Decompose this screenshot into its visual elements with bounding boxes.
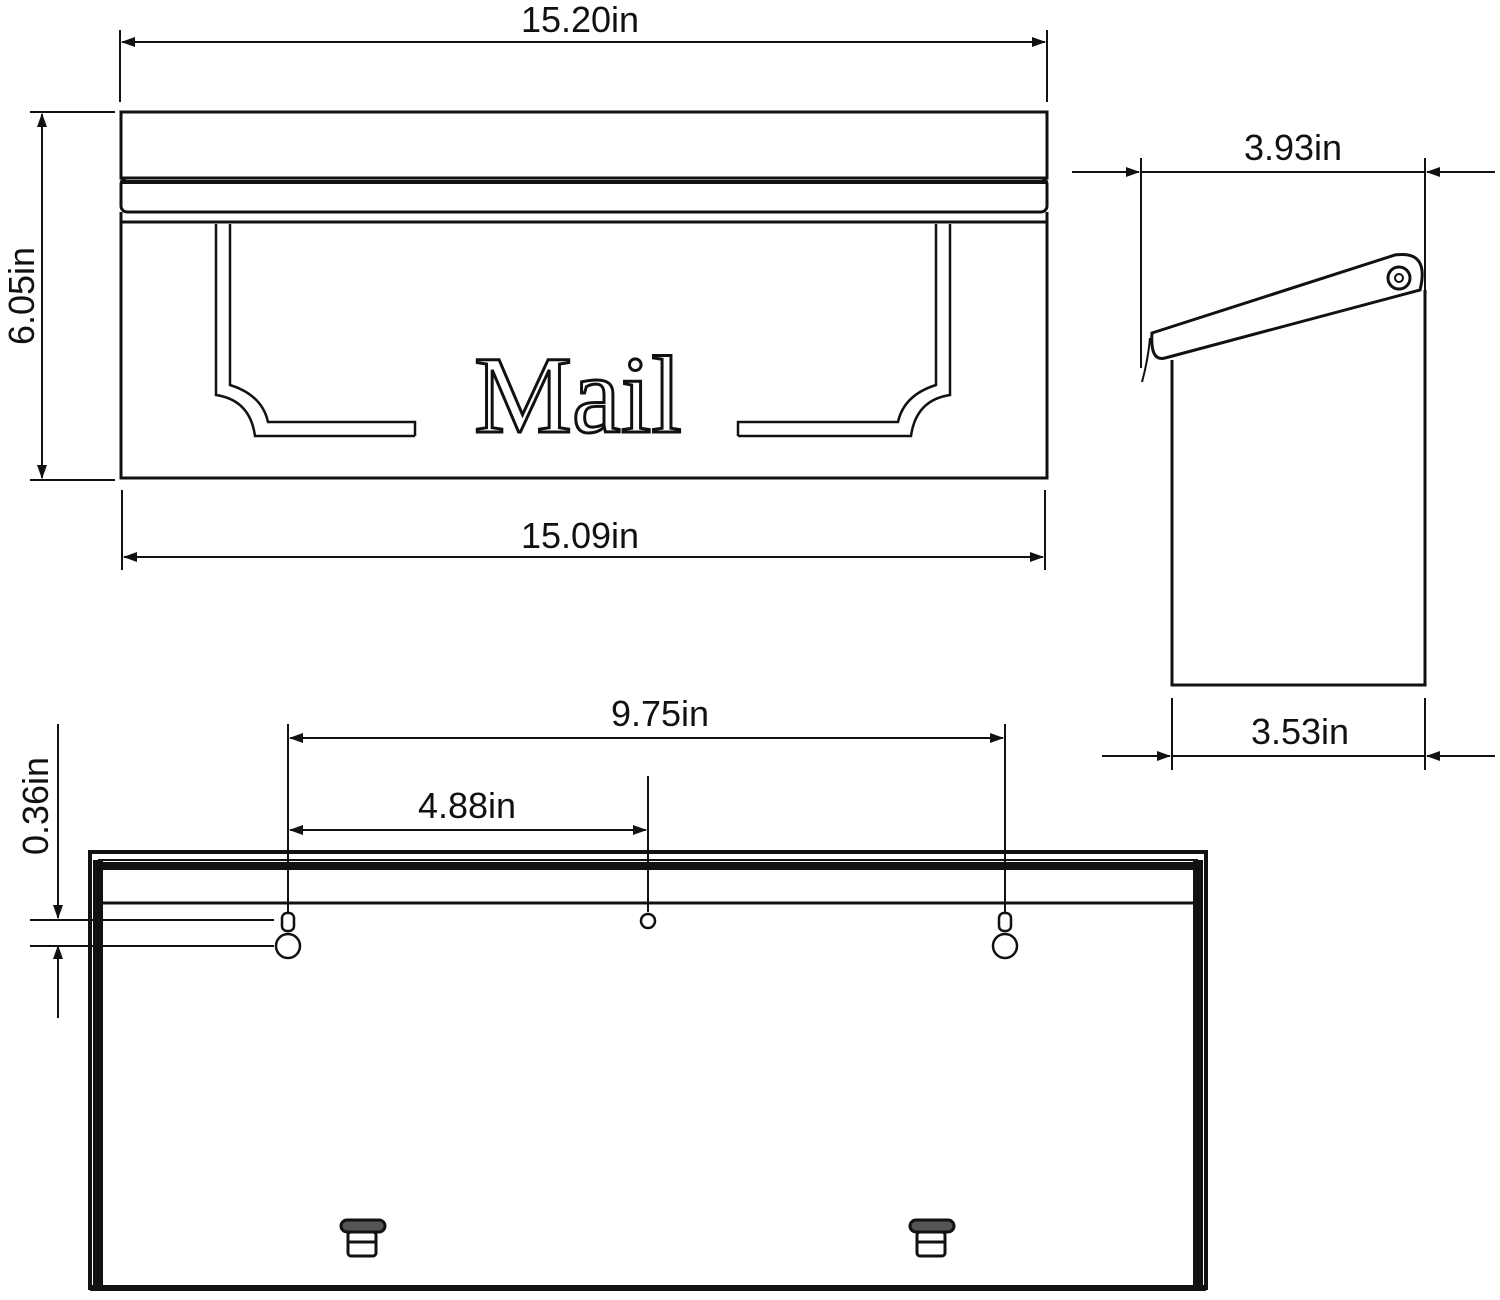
dimension-height — [30, 111, 115, 481]
side-view: 3.93in 3.53in — [1072, 127, 1495, 770]
hinge-pin-icon — [1386, 265, 1412, 291]
dim-label-keyhole-height: 0.36in — [15, 757, 56, 855]
lid-lip — [119, 176, 1049, 214]
dimension-top-width — [119, 30, 1048, 102]
foot-right-icon — [908, 1218, 956, 1258]
dim-label-top-width: 15.20in — [521, 0, 639, 40]
side-body — [1170, 290, 1427, 687]
back-view: 9.75in 4.88in 0.36in — [15, 693, 1208, 1291]
center-hole-icon — [639, 912, 657, 930]
decorative-frame — [214, 224, 952, 438]
dimension-keyhole-height — [30, 724, 274, 1018]
foot-left-icon — [339, 1218, 387, 1258]
lid-top — [119, 110, 1049, 180]
dimension-bottom-width — [121, 490, 1046, 570]
dim-label-bottom-width: 15.09in — [521, 515, 639, 556]
dimension-center-offset — [289, 776, 649, 912]
keyhole-left-icon — [274, 911, 302, 960]
back-body — [88, 850, 1208, 1290]
mail-lettering: Mail — [474, 334, 682, 456]
dim-label-center-offset: 4.88in — [418, 785, 516, 826]
dimension-bottom-depth — [1102, 698, 1495, 770]
front-view: 15.20in 6.05in Mail 15.09in — [1, 0, 1049, 570]
keyhole-right-icon — [991, 911, 1019, 960]
dim-label-height: 6.05in — [1, 247, 42, 345]
lid-arm — [1150, 252, 1424, 360]
front-body — [119, 212, 1049, 480]
dim-label-bottom-depth: 3.53in — [1251, 711, 1349, 752]
dim-label-keyhole-spacing: 9.75in — [611, 693, 709, 734]
dimension-top-depth — [1072, 158, 1495, 368]
dimension-keyhole-spacing — [287, 724, 1006, 912]
dim-label-top-depth: 3.93in — [1244, 127, 1342, 168]
